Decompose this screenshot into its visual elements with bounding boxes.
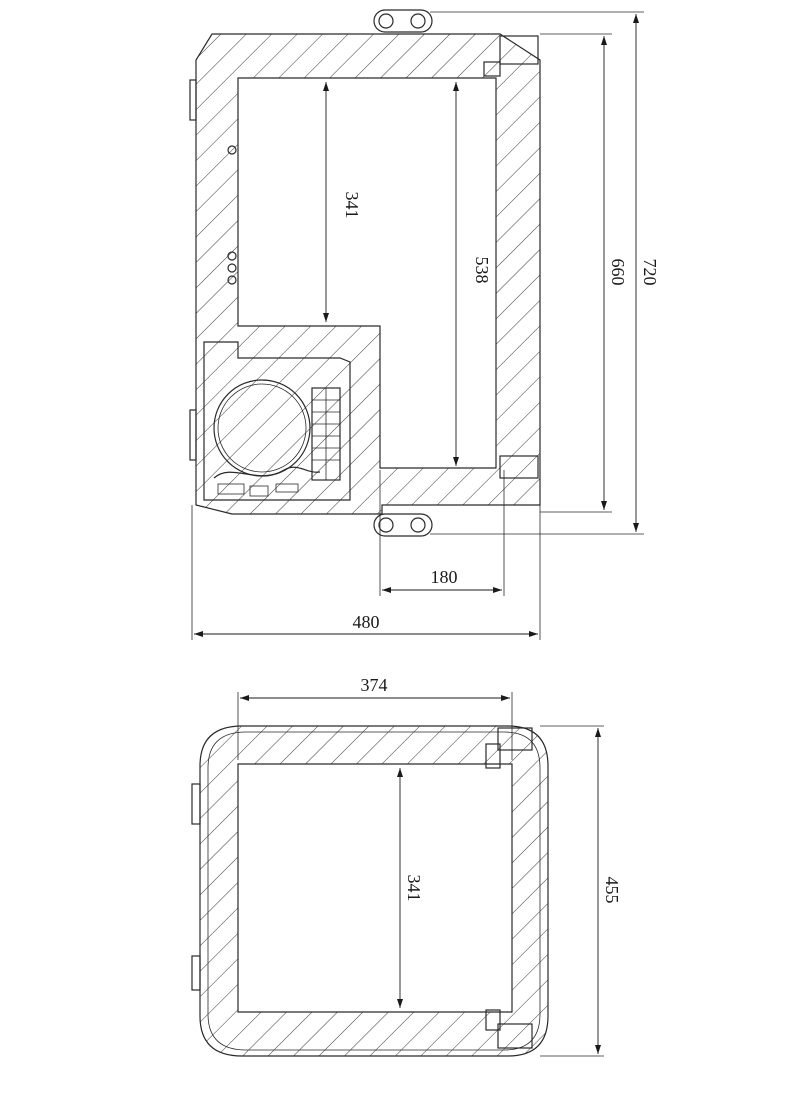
bottom-view-inner-outline xyxy=(207,731,541,1051)
compressor-piping xyxy=(213,466,321,497)
dim-label-180: 180 xyxy=(431,567,458,587)
dim-label-720: 720 xyxy=(640,259,660,286)
latch-bottom xyxy=(485,1009,533,1049)
handle-left-upper xyxy=(189,79,197,121)
bottom-view-wall xyxy=(199,725,549,1057)
bottom-view-cooler-section: 374 341 455 xyxy=(191,675,622,1057)
top-wheel xyxy=(373,9,433,33)
dim-label-455: 455 xyxy=(602,877,622,904)
condenser-grid xyxy=(311,387,341,481)
lid-hinge xyxy=(483,35,539,479)
handle-left-lower xyxy=(189,409,197,461)
bottom-wheel xyxy=(373,513,433,537)
latch-top xyxy=(485,727,533,769)
control-buttons xyxy=(227,145,237,285)
dim-label-480: 480 xyxy=(353,612,380,632)
dim-label-341-top: 341 xyxy=(342,192,362,219)
dim-label-341-bottom: 341 xyxy=(404,875,424,902)
dim-label-374: 374 xyxy=(361,675,388,695)
top-view-wall xyxy=(195,33,541,515)
handle-left-bv-lower xyxy=(191,955,201,991)
dim-label-538: 538 xyxy=(472,257,492,284)
compressor-compartment xyxy=(203,341,351,501)
top-view-cooler-section: 341 538 660 720 180 480 xyxy=(189,9,660,640)
dim-label-660: 660 xyxy=(608,259,628,286)
handle-left-bv-upper xyxy=(191,783,201,825)
